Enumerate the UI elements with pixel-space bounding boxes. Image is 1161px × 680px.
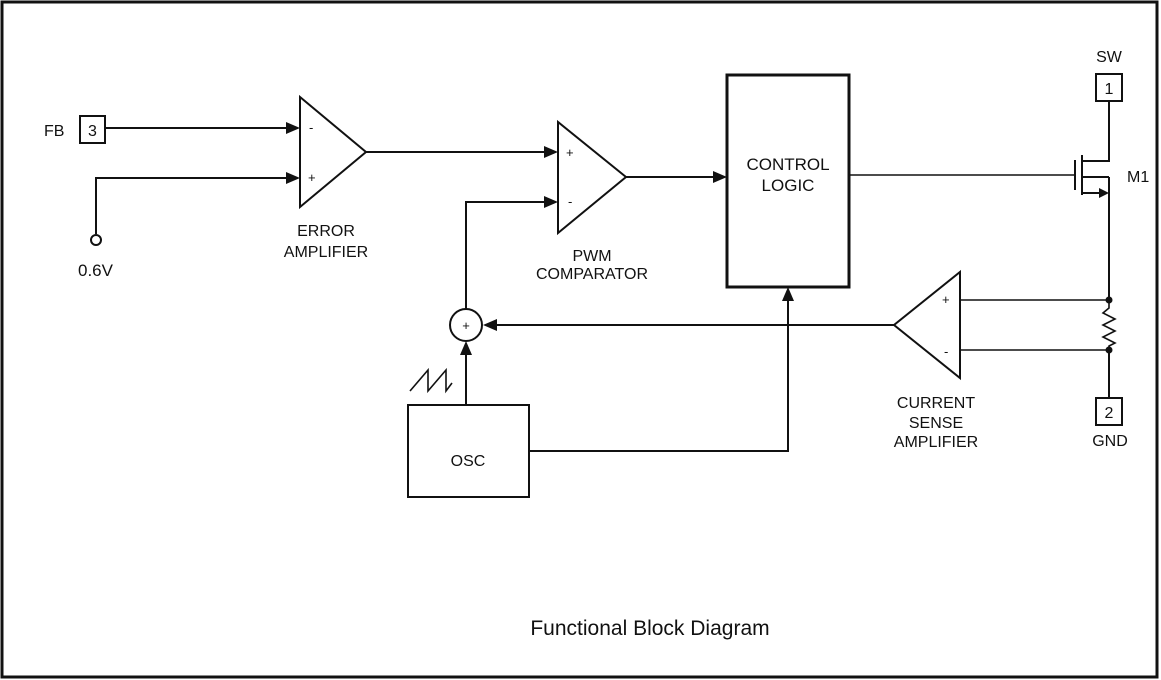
mosfet-label: M1 — [1127, 169, 1149, 186]
sw-pin-number: 1 — [1105, 81, 1114, 98]
error-amp-label-2: AMPLIFIER — [284, 244, 368, 261]
arrow-head — [782, 287, 794, 301]
arrow-head — [483, 319, 497, 331]
sw-pin-name: SW — [1096, 49, 1123, 66]
ref-terminal — [90, 234, 102, 246]
pwm-label-2: COMPARATOR — [536, 266, 648, 283]
error-amplifier-triangle — [299, 94, 368, 210]
csa-label-2: SENSE — [909, 415, 963, 432]
diagram-caption: Functional Block Diagram — [530, 617, 769, 640]
osc-block — [407, 404, 530, 498]
arrow-head — [460, 341, 472, 355]
sawtooth-icon — [409, 367, 453, 394]
ref-wire — [95, 177, 288, 234]
mosfet-drain — [1082, 112, 1110, 162]
gnd-pin-name: GND — [1092, 433, 1128, 450]
control-logic-label-2: LOGIC — [762, 176, 815, 195]
arrow-head — [286, 122, 300, 134]
pwm-plus: + — [566, 145, 574, 160]
sense-resistor — [1101, 300, 1117, 350]
fb-pin-name: FB — [44, 123, 64, 140]
fb-pin-box — [79, 115, 106, 144]
csa-minus: - — [944, 344, 948, 359]
osc-label: OSC — [451, 453, 486, 470]
osc-clock-wire — [529, 300, 789, 452]
gnd-pin-box — [1095, 397, 1123, 426]
error-amp-minus: - — [309, 120, 313, 135]
mosfet-arrow — [1099, 188, 1109, 198]
fb-pin-number: 3 — [88, 123, 97, 140]
arrow-head — [713, 171, 727, 183]
pwm-minus: - — [568, 194, 572, 209]
csa-label-3: AMPLIFIER — [894, 434, 978, 451]
control-logic-block — [725, 73, 851, 289]
csa-label-1: CURRENT — [897, 395, 975, 412]
error-amp-label-1: ERROR — [297, 223, 355, 240]
arrow-head — [286, 172, 300, 184]
current-sense-amplifier-triangle — [892, 269, 961, 381]
pwm-comparator-triangle — [557, 119, 628, 236]
arrow-head — [544, 196, 558, 208]
ramp-wire — [465, 201, 546, 310]
csa-plus: + — [942, 292, 950, 307]
control-logic-label-1: CONTROL — [746, 155, 829, 174]
ref-label: 0.6V — [78, 261, 114, 280]
arrow-head — [544, 146, 558, 158]
pwm-label-1: PWM — [572, 248, 611, 265]
gnd-pin-number: 2 — [1105, 405, 1114, 422]
summer-symbol: + — [462, 318, 470, 333]
error-amp-plus: + — [308, 170, 316, 185]
